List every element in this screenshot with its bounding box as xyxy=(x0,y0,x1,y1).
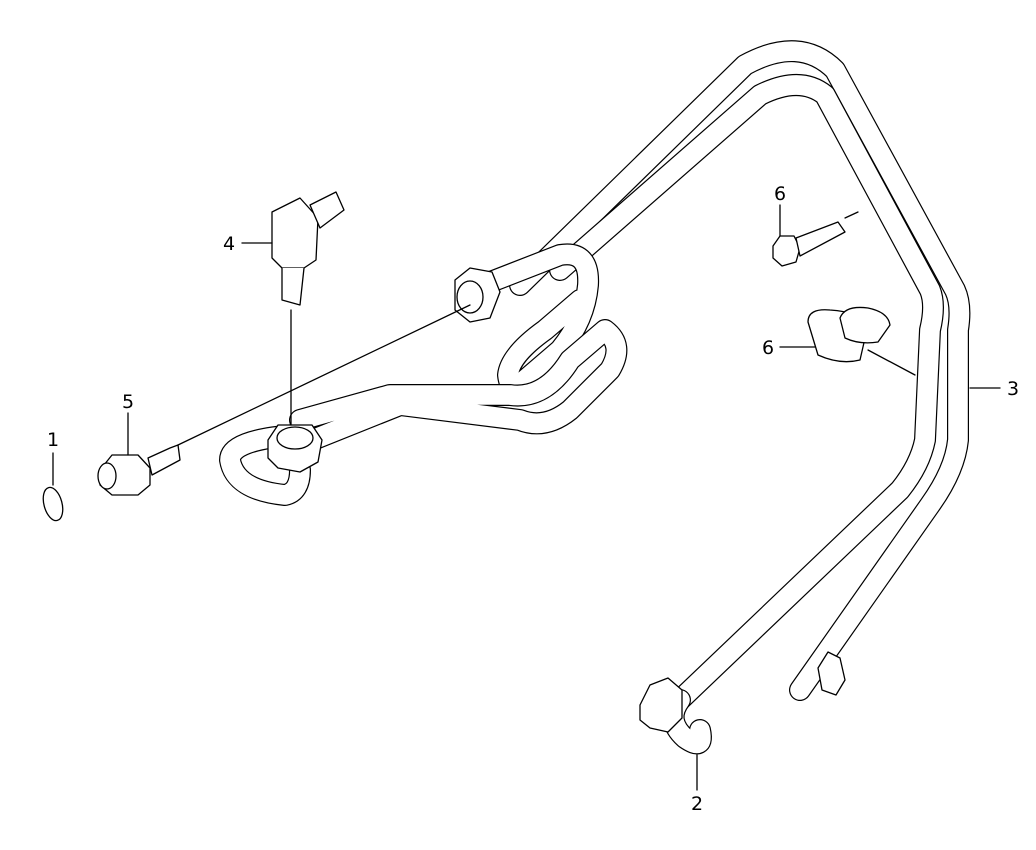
callout-3: 3 xyxy=(1007,378,1019,400)
o-ring xyxy=(42,486,64,522)
callout-6-clamp: 6 xyxy=(762,337,774,359)
callout-2: 2 xyxy=(691,793,703,815)
callout-1: 1 xyxy=(47,429,59,451)
pipe-upper-loop xyxy=(459,243,600,398)
clamps xyxy=(807,306,891,363)
callout-4: 4 xyxy=(223,233,235,255)
pipe-3 xyxy=(509,40,971,701)
callout-6-bolt: 6 xyxy=(774,183,786,205)
bolt xyxy=(772,221,846,267)
nut-upper xyxy=(454,267,501,323)
callout-5: 5 xyxy=(122,391,134,413)
leader-lines xyxy=(52,204,1001,791)
nut-bottom-right xyxy=(817,651,846,696)
pipe-lower xyxy=(219,319,628,506)
nut-lower xyxy=(267,424,323,473)
nut-bottom-left xyxy=(639,677,683,733)
fitting xyxy=(97,444,181,496)
elbow-connector xyxy=(271,191,345,306)
